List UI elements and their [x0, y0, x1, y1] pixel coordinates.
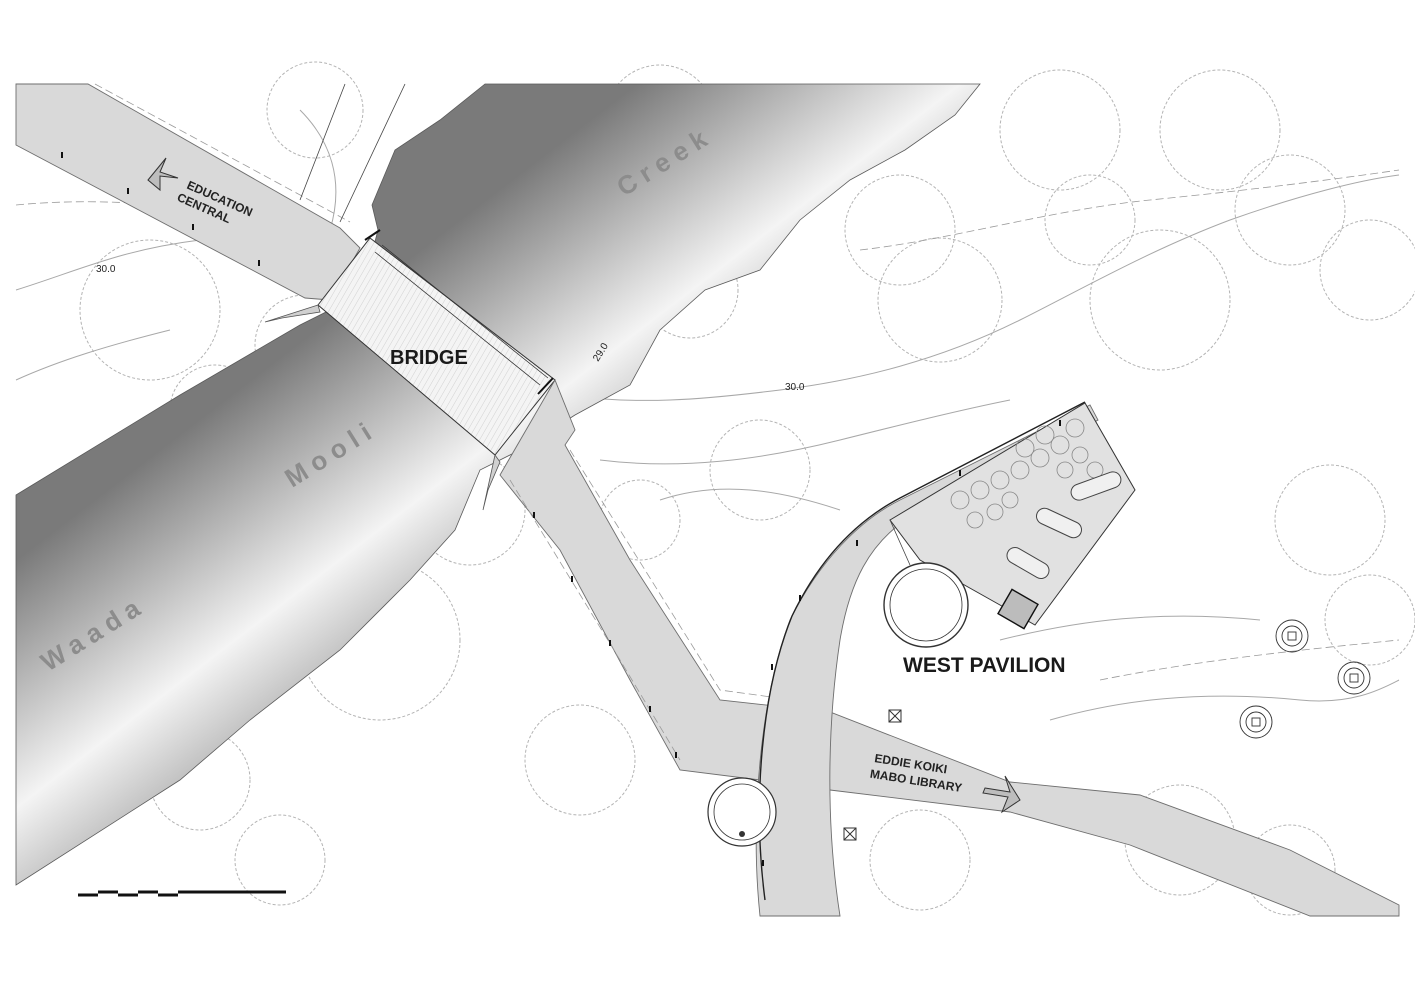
- contour-label-a: 30.0: [96, 264, 116, 275]
- west-pavilion-deck: [889, 402, 1136, 626]
- west-pavilion-label: WEST PAVILION: [903, 654, 1066, 677]
- bridge-label: BRIDGE: [390, 347, 468, 369]
- pavilion-kiosk: [997, 588, 1039, 630]
- light-poles: [1239, 619, 1371, 739]
- arrow-library: [982, 775, 1021, 814]
- pavilion-round-room: [883, 562, 969, 648]
- path-edge-markers: [61, 152, 1061, 866]
- site-furniture: [843, 709, 902, 841]
- arrow-education-central: [147, 157, 179, 192]
- contour-label-b: 30.0: [785, 382, 805, 393]
- path-roundel: [707, 777, 777, 847]
- scale-bar: [78, 890, 286, 897]
- path-to-library: [499, 378, 1400, 917]
